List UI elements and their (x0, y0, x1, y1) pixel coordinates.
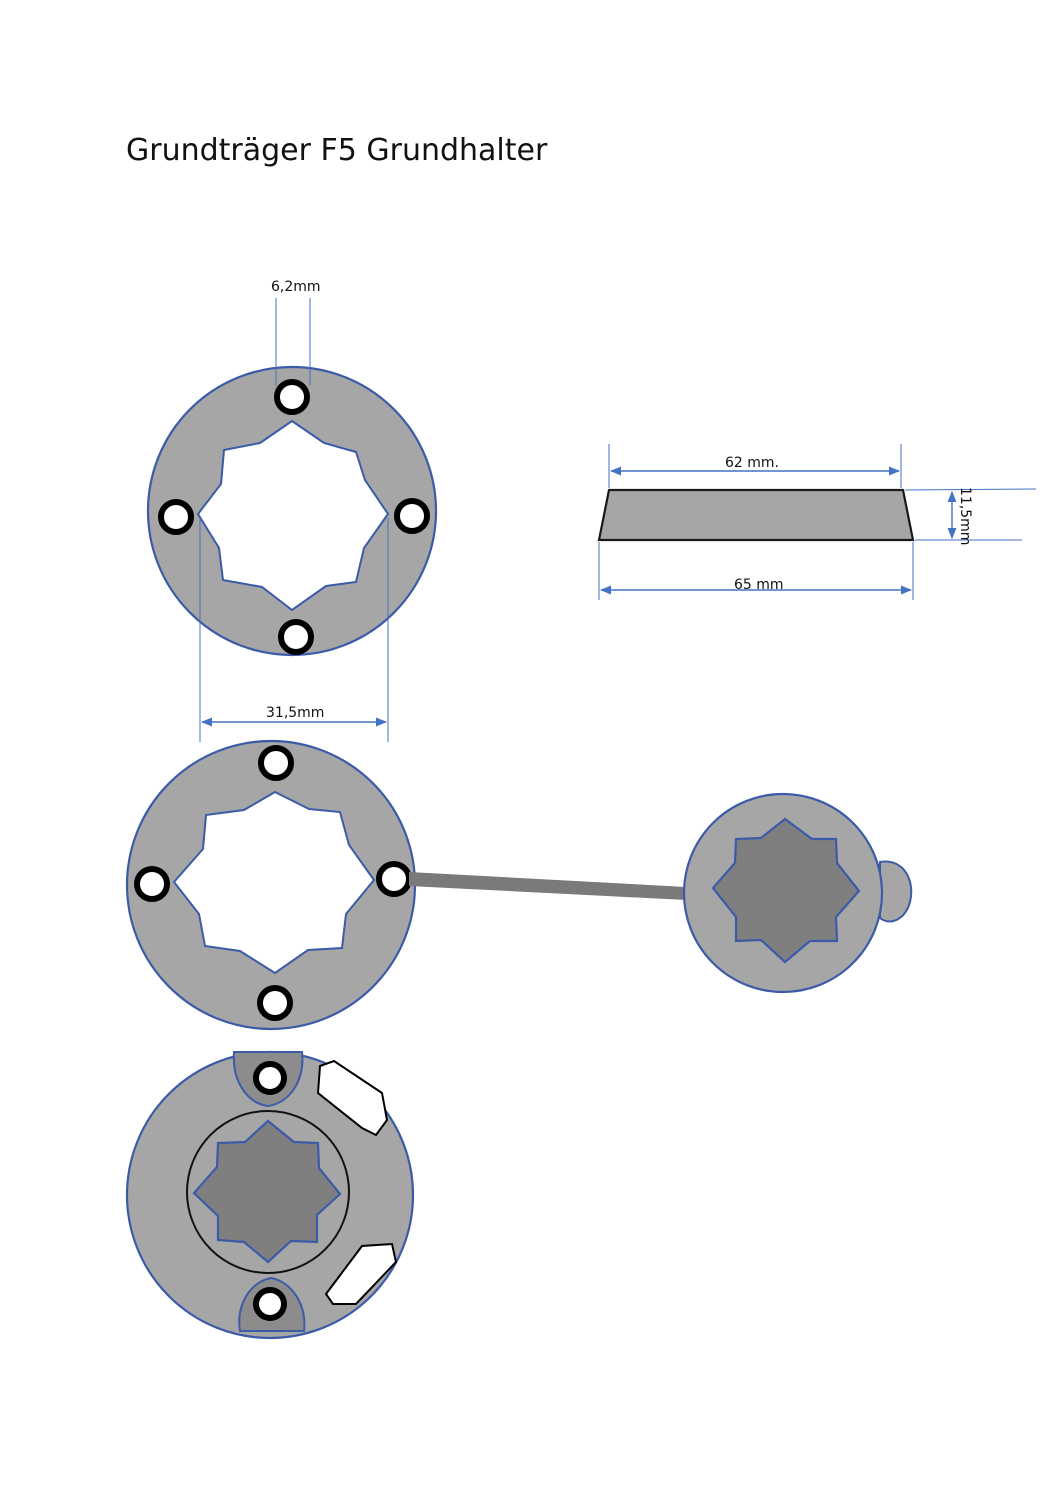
dimension-star-width: 31,5mm (199, 518, 389, 742)
bolt-hole-top (274, 379, 310, 415)
octagram-core (192, 1119, 342, 1264)
height-dimension-label: 11,5mm (957, 487, 973, 545)
drawing-title: Grundträger F5 Grundhalter (126, 133, 548, 168)
bolt-hole-bottom (278, 619, 314, 655)
top-width-dimension-label: 62 mm. (725, 455, 779, 471)
middle-ring-view (125, 739, 417, 1031)
trapezoid-profile (597, 488, 915, 542)
slot-upper (316, 1059, 389, 1137)
bolt-hole-top (253, 1061, 287, 1095)
octagram-opening (196, 419, 390, 612)
bolt-hole-left (158, 499, 194, 535)
dimension-bolt-hole: 6,2mm (271, 279, 321, 386)
bolt-hole-dimension-label: 6,2mm (271, 279, 321, 295)
knob-tab (879, 860, 913, 923)
star-width-dimension-label: 31,5mm (266, 705, 324, 721)
connecting-rod (409, 872, 686, 900)
slot-lower (324, 1242, 398, 1305)
top-ring-view (146, 365, 438, 657)
octagram-opening (172, 790, 376, 975)
bottom-width-dimension-label: 65 mm (734, 577, 784, 593)
bolt-hole-bottom (253, 1287, 287, 1321)
bolt-hole-bottom (257, 985, 293, 1021)
bolt-hole-right (394, 498, 430, 534)
bolt-hole-top (258, 745, 294, 781)
bolt-hole-left (134, 866, 170, 902)
knob-octagram (711, 817, 861, 964)
knob-view (682, 792, 913, 994)
bolt-hole-right (376, 861, 412, 897)
bottom-ring-view (125, 1050, 415, 1340)
inner-collar-circle (186, 1110, 350, 1274)
side-profile-view: 62 mm. 65 mm 11,5mm (597, 444, 1037, 600)
